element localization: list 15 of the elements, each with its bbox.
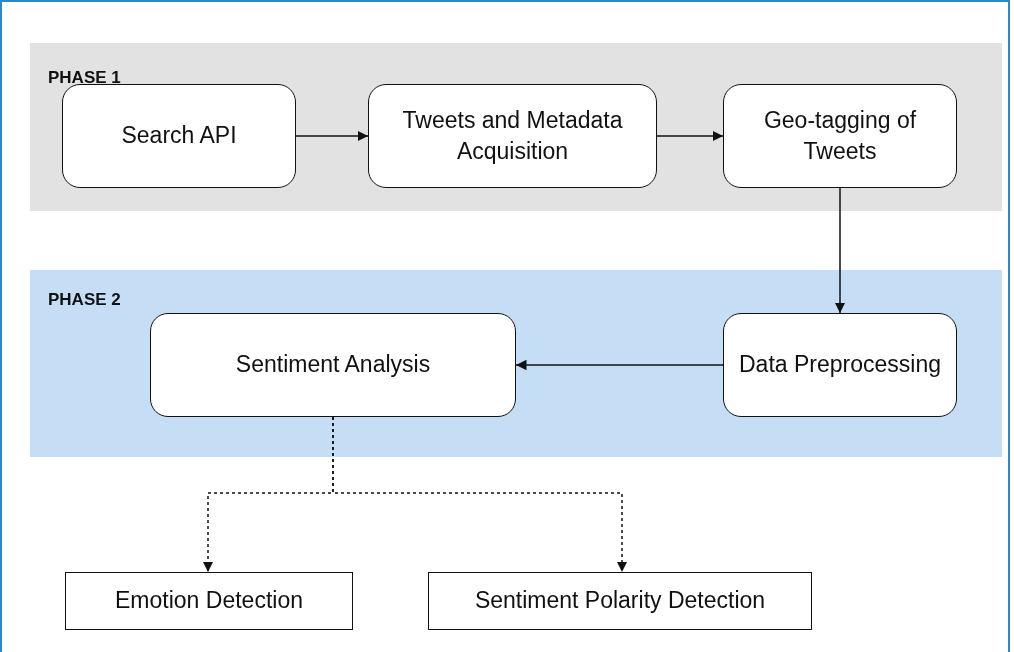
- process-box: Search API: [62, 84, 296, 188]
- arrow: [295, 130, 369, 142]
- process-box: Data Preprocessing: [723, 313, 957, 417]
- process-box: Geo-tagging of Tweets: [723, 84, 957, 188]
- process-box: Sentiment Analysis: [150, 313, 516, 417]
- arrow: [834, 187, 846, 314]
- arrow: [656, 130, 724, 142]
- phase-band: [30, 270, 1002, 457]
- arrow: [515, 359, 724, 371]
- phase-heading: PHASE 2: [48, 290, 121, 310]
- arrow: [332, 416, 628, 573]
- process-box: Sentiment Polarity Detection: [428, 572, 812, 630]
- phase-band: [30, 43, 1002, 211]
- process-box: Emotion Detection: [65, 572, 353, 630]
- process-box: Tweets and Metadata Acquisition: [368, 84, 657, 188]
